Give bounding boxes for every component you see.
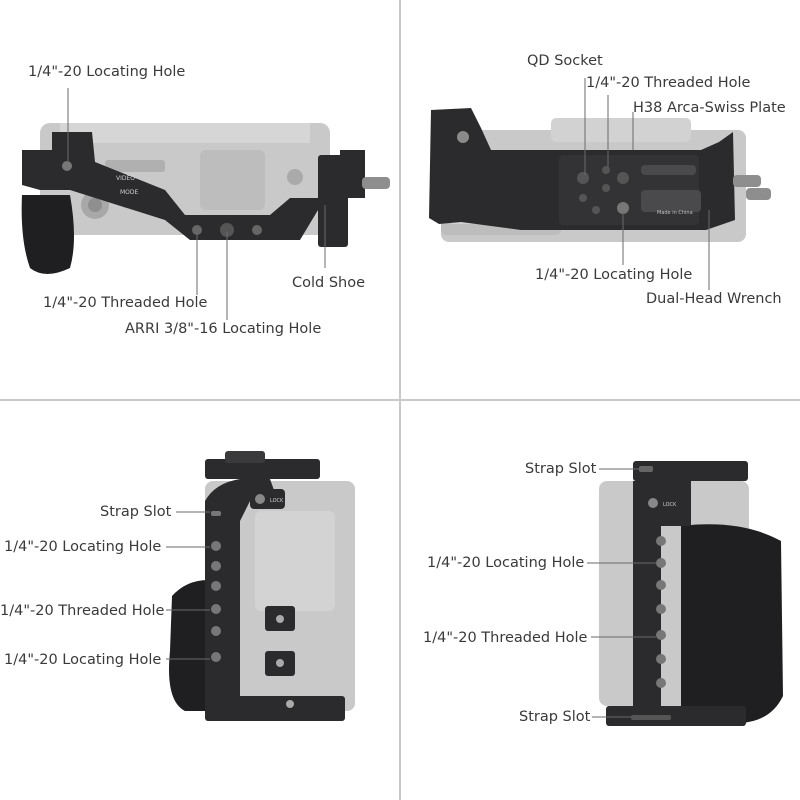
label-wrench: Dual-Head Wrench: [646, 291, 782, 307]
label-locating-hole: 1/4"-20 Locating Hole: [535, 267, 693, 283]
label-threaded-hole: 1/4"-20 Threaded Hole: [586, 75, 751, 91]
side-hole-threaded: [656, 630, 666, 640]
thumb-screw: [362, 177, 390, 189]
strap-slot-top: [639, 466, 653, 472]
label-threaded-hole: 1/4"-20 Threaded Hole: [0, 603, 165, 619]
lock-text: LOCK: [663, 502, 677, 508]
label-locating-hole: 1/4"-20 Locating Hole: [28, 64, 186, 80]
panel-bottom-view: Made in China QD Socket 1/4"-20 Threaded…: [401, 0, 800, 399]
label-locating-hole-2: 1/4"-20 Locating Hole: [4, 652, 162, 668]
top-locating-hole: [62, 161, 72, 171]
made-in-text: Made in China: [657, 210, 693, 216]
panel-side-view-right: LOCK Strap Slot 1/4"-20 Locating Hole 1/…: [401, 401, 800, 800]
top-shoe: [633, 461, 748, 481]
mode-text: MODE: [120, 189, 139, 196]
top-shoe: [205, 459, 320, 479]
cage-side-frame: [205, 479, 275, 701]
camera-hotshoe-housing: [200, 150, 265, 210]
side-hole-1: [211, 541, 221, 551]
side-hole-locating: [656, 558, 666, 568]
side-right-illustration: LOCK: [587, 461, 783, 726]
cage-top-rail: [22, 132, 318, 240]
horizontal-divider: [0, 399, 800, 401]
cage-side-frame: [633, 481, 691, 721]
thumb-screw: [733, 175, 761, 187]
label-strap-slot-bottom: Strap Slot: [519, 709, 591, 725]
grip: [681, 524, 783, 723]
strap-slot-bottom: [631, 715, 671, 720]
bottom-view-illustration: Made in China: [429, 78, 771, 290]
lock-text: LOCK: [270, 498, 284, 504]
label-threaded-hole: 1/4"-20 Threaded Hole: [423, 630, 588, 646]
label-strap-slot: Strap Slot: [100, 504, 172, 520]
label-arca-plate: H38 Arca-Swiss Plate: [633, 100, 786, 116]
label-strap-slot-top: Strap Slot: [525, 461, 597, 477]
side-hole-threaded: [211, 604, 221, 614]
arri-hole: [220, 223, 234, 237]
side-left-illustration: LOCK: [166, 451, 355, 721]
lock-knob: [255, 494, 265, 504]
grip: [21, 195, 74, 274]
top-view-illustration: MODE VIDEO: [21, 88, 390, 320]
label-locating-hole: 1/4"-20 Locating Hole: [427, 555, 585, 571]
strap-slot: [211, 511, 221, 516]
label-threaded-hole: 1/4"-20 Threaded Hole: [43, 295, 208, 311]
base-plate: [205, 696, 345, 721]
label-cold-shoe: Cold Shoe: [292, 275, 366, 291]
dual-head-wrench: [641, 190, 701, 212]
label-locating-hole-1: 1/4"-20 Locating Hole: [4, 539, 162, 555]
qd-socket: [577, 172, 589, 184]
side-hole-2: [211, 652, 221, 662]
lock-knob: [648, 498, 658, 508]
video-text: VIDEO: [116, 175, 135, 182]
panel-top-view: MODE VIDEO 1/4"-20 Locating Hole 1/4"-20…: [0, 0, 399, 399]
base-plate: [606, 706, 746, 726]
label-arri-hole: ARRI 3/8"-16 Locating Hole: [125, 321, 322, 337]
label-qd-socket: QD Socket: [527, 53, 603, 69]
bottom-locating-hole: [617, 202, 629, 214]
panel-side-view-left: LOCK Strap Slot 1/4"-20 Locating Hole 1/…: [0, 401, 399, 800]
